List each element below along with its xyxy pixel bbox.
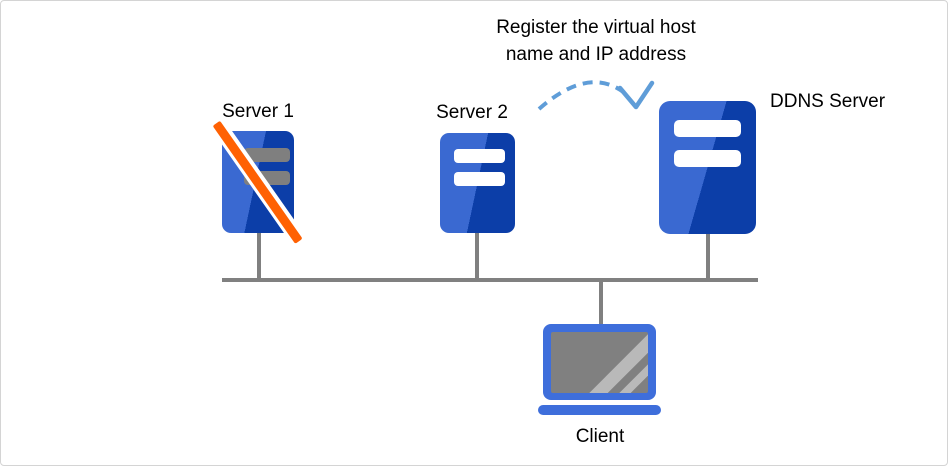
register-arrow-icon (537, 80, 655, 111)
server2-icon (440, 133, 515, 233)
server1-label: Server 1 (222, 101, 294, 122)
server2-label: Server 2 (436, 102, 508, 123)
ddns-connector-line (706, 234, 710, 279)
ddns-slot-bar (674, 120, 741, 137)
offline-slash-icon (210, 118, 306, 246)
ddns-slot-bar (674, 150, 741, 167)
server1-connector-line (257, 233, 261, 279)
server1-slot-bar (244, 148, 290, 162)
client-connector-line (599, 282, 603, 325)
client-laptop-icon (543, 324, 656, 400)
server2-slot-bar (454, 172, 505, 186)
dashed-arc (537, 80, 628, 111)
ddns-server-label: DDNS Server (770, 91, 886, 112)
laptop-base (538, 405, 661, 415)
server2-connector-line (475, 233, 479, 279)
ddns-server-icon (659, 101, 756, 234)
arrowhead (617, 80, 655, 110)
diagram-title: Register the virtual host name and IP ad… (496, 17, 696, 65)
server1-icon (210, 118, 306, 246)
server2-slot-bar (454, 149, 505, 163)
laptop-screen (551, 332, 648, 393)
client-label: Client (575, 426, 625, 447)
network-bus-line (222, 278, 758, 282)
